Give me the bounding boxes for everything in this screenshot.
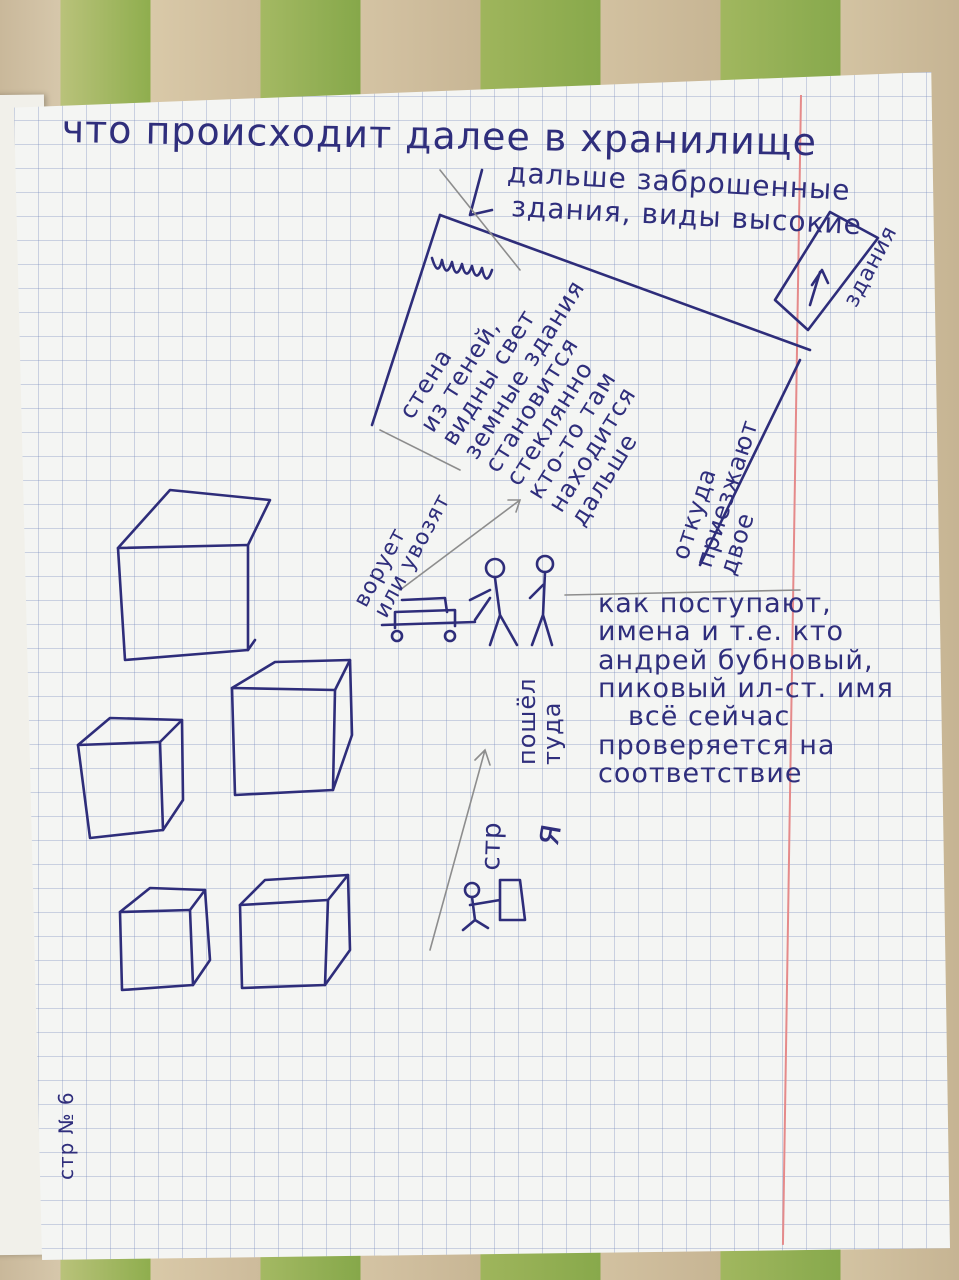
stp-label: стр	[476, 821, 508, 871]
arrival-line-2: имена и т.е. кто	[598, 616, 845, 648]
arrival-note: как поступают, имена и т.е. кто андрей б…	[598, 588, 894, 790]
arrow-to-wall	[379, 429, 461, 471]
went-line-1: пошёл	[513, 677, 541, 765]
arrival-line-6: проверяется на	[598, 729, 836, 761]
cube-bottom-left	[118, 886, 212, 992]
arrival-line-7: соответствие	[598, 758, 803, 790]
cube-large-top	[116, 488, 272, 662]
line-to-note	[564, 589, 801, 596]
arrival-line-3: андрей бубновый,	[598, 644, 874, 676]
cube-middle-left	[76, 716, 185, 840]
arrow-to-cart	[399, 499, 522, 591]
person-pushing-cart	[468, 557, 519, 647]
page-number: стр № 6	[54, 1091, 78, 1180]
arrow-up	[429, 748, 491, 951]
cube-bottom-right	[238, 873, 352, 990]
went-line-2: туда	[538, 701, 567, 765]
arrival-line-5: всё сейчас	[628, 701, 791, 733]
went-text-block: пошёл туда	[513, 677, 567, 765]
top-diagonal	[439, 169, 521, 271]
arrival-line-4: пиковый ил-ст. имя	[598, 673, 894, 705]
cart-sketch	[380, 596, 492, 643]
side-building-sketch	[773, 210, 880, 332]
person-standing	[528, 554, 555, 647]
cube-middle-right	[230, 658, 354, 797]
arrival-line-1: как поступают,	[598, 588, 832, 619]
me-figure	[461, 878, 527, 932]
wall-sketch	[370, 168, 812, 567]
